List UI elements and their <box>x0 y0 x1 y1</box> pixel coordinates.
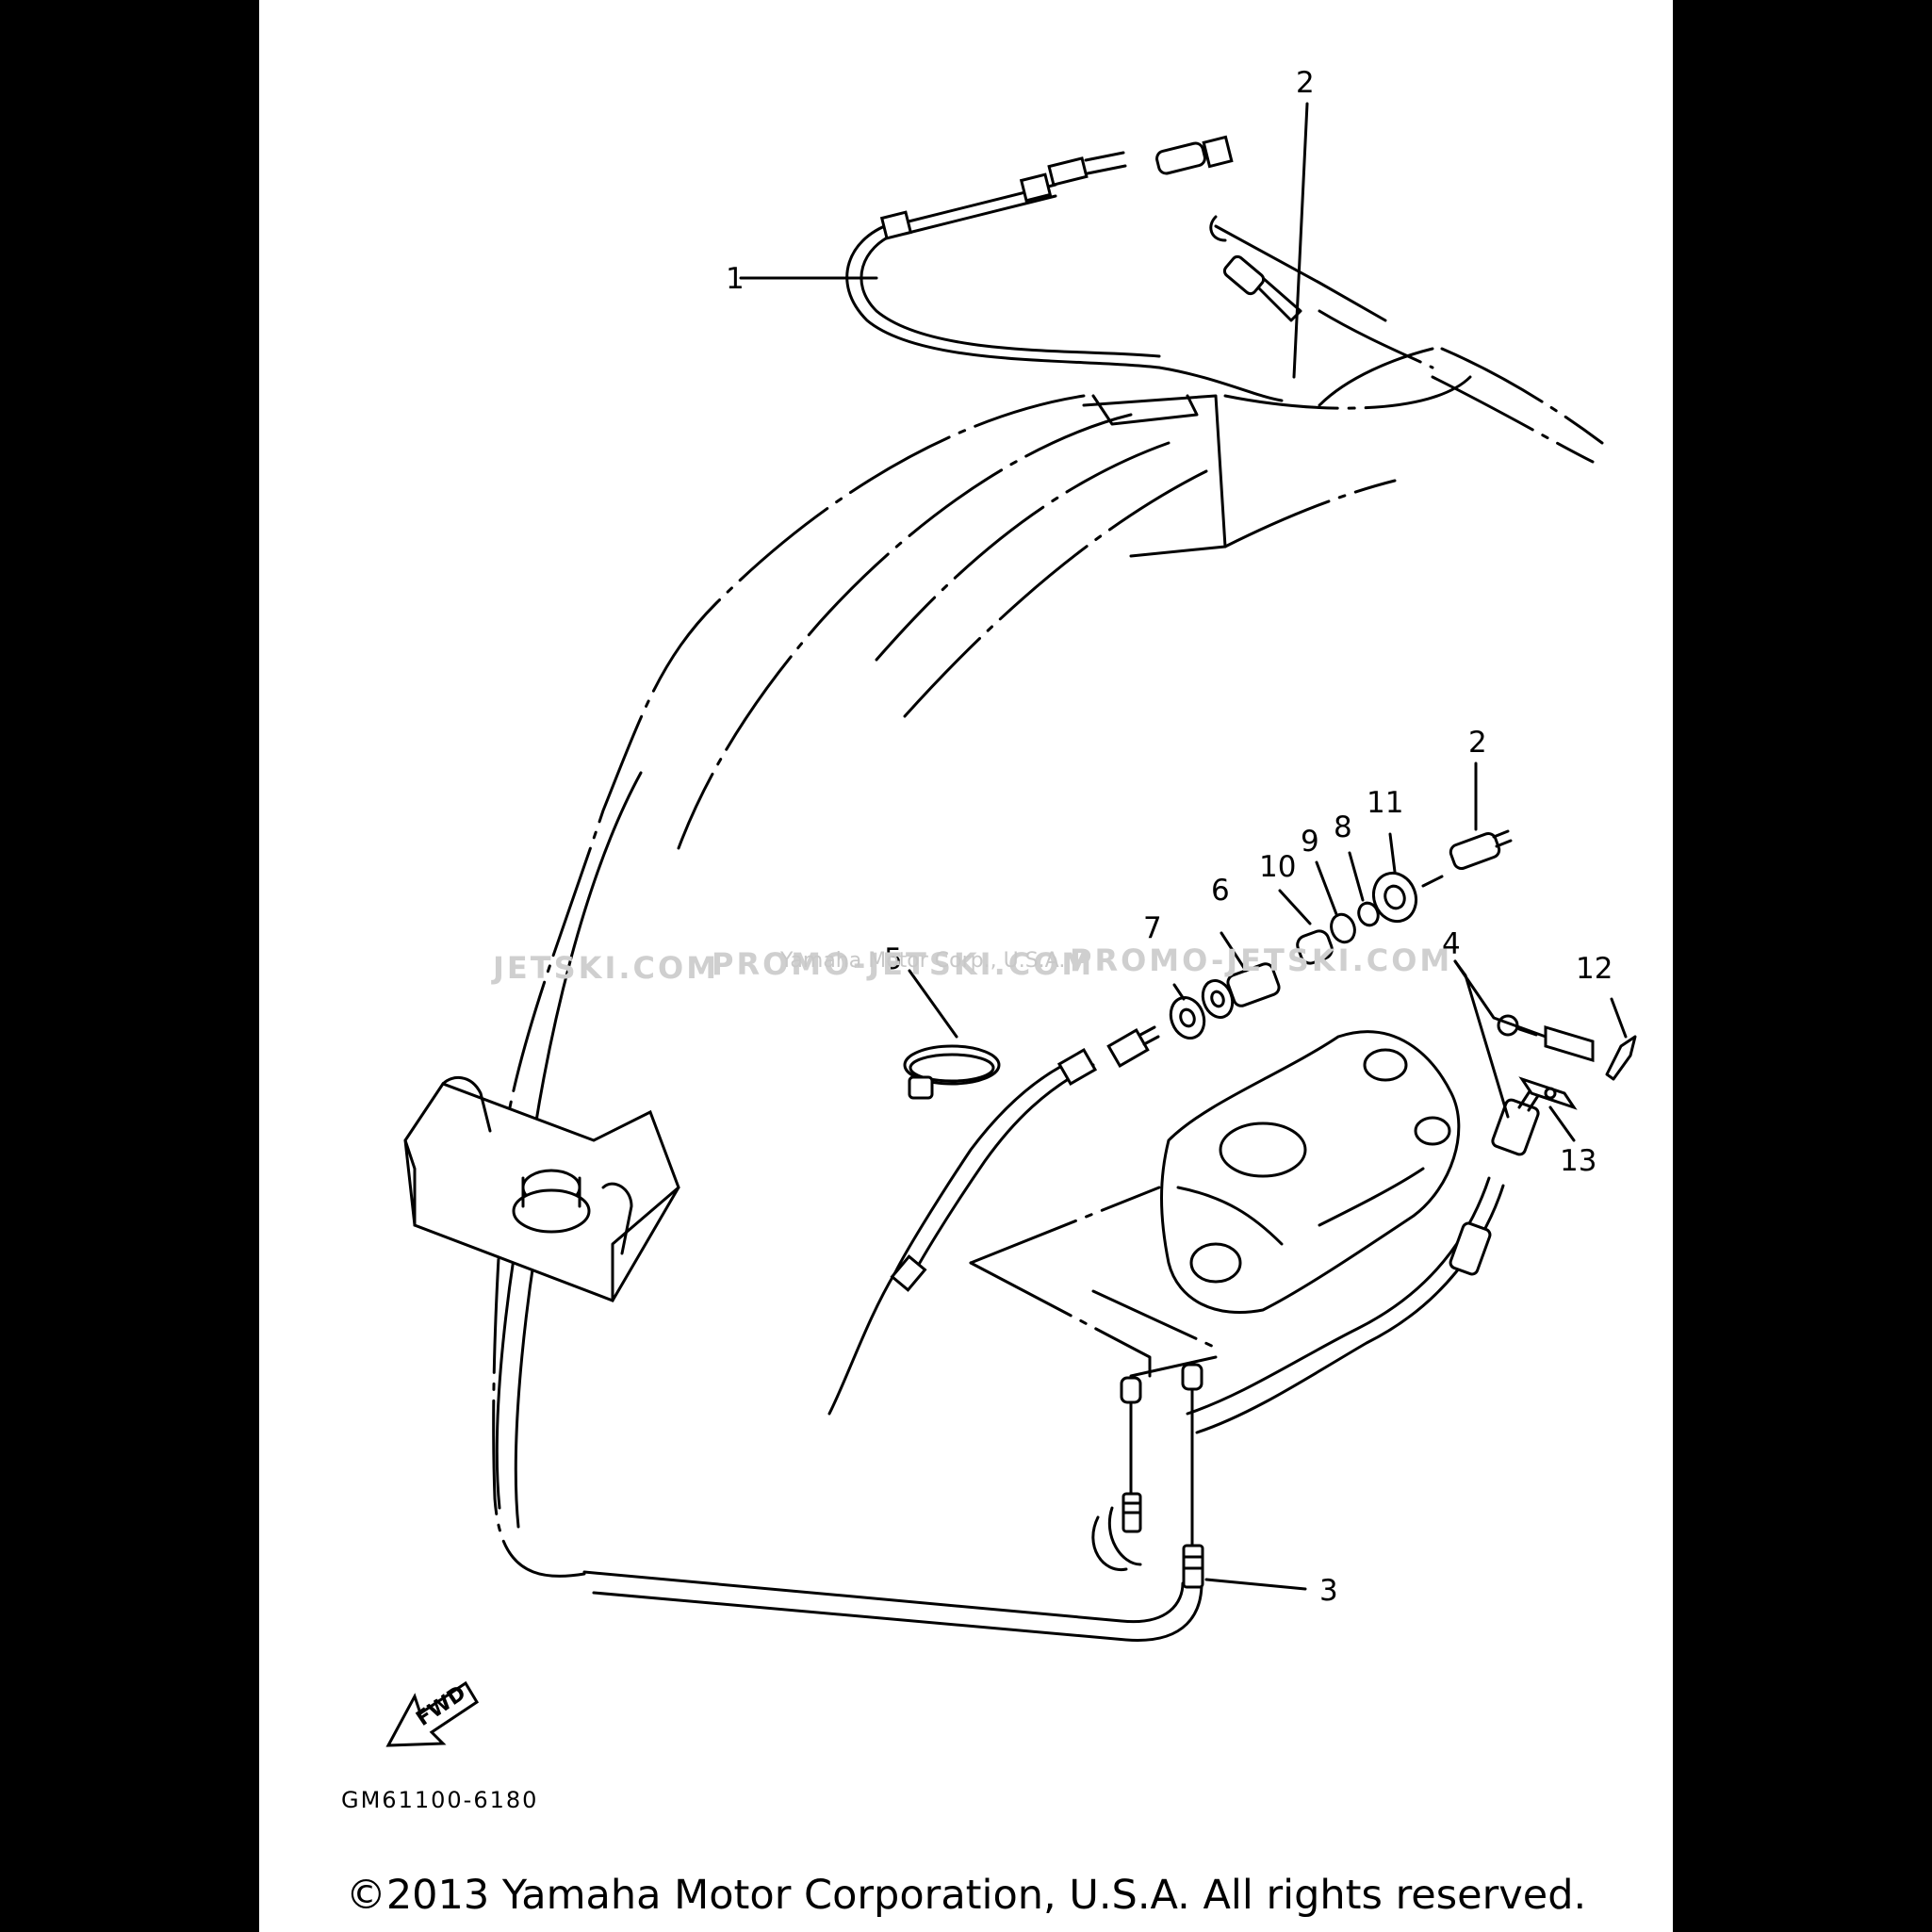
hose-clamp-5 <box>903 1044 1001 1100</box>
forward-direction-arrow: FWD <box>385 1680 480 1747</box>
watermark-2: PROMO-JETSKI.COM <box>712 946 1094 982</box>
callout-5: 5 <box>884 942 903 976</box>
callout-1: 1 <box>726 262 745 296</box>
callout-2-lower: 2 <box>1468 726 1487 760</box>
watermark-1: JETSKI.COM <box>491 950 719 986</box>
routing-lines <box>969 1186 1218 1557</box>
copyright-notice: ©2013 Yamaha Motor Corporation, U.S.A. A… <box>346 1872 1586 1919</box>
callout-3: 3 <box>1319 1574 1338 1608</box>
fittings-3 <box>1120 1363 1204 1589</box>
drawing-code: GM61100-6180 <box>341 1787 538 1813</box>
watermark-3: PROMO-JETSKI.COM <box>1070 942 1452 978</box>
callout-7: 7 <box>1143 911 1162 945</box>
callout-12: 12 <box>1576 952 1613 986</box>
diagram-sheet <box>259 0 1673 1932</box>
mounting-block <box>403 1075 680 1302</box>
callout-9: 9 <box>1301 825 1319 859</box>
callout-11: 11 <box>1367 786 1403 820</box>
throttle-cable-1 <box>845 135 1302 402</box>
callout-2-upper: 2 <box>1296 66 1315 100</box>
watermarks: JETSKI.COM PROMO-JETSKI.COM PROMO-JETSKI… <box>491 942 1452 986</box>
callout-labels: 1 2 2 3 4 5 6 7 8 9 10 11 12 13 <box>726 66 1613 1608</box>
shift-cable <box>827 1025 1543 1434</box>
watermark-small: Yamaha Motor Corp., U.S.A. <box>779 949 1065 973</box>
hull-outline <box>492 215 1604 1578</box>
callout-8: 8 <box>1334 810 1352 844</box>
callout-13: 13 <box>1560 1144 1596 1178</box>
leader-lines <box>739 102 1628 1591</box>
jet-pump-housing <box>1160 1030 1461 1315</box>
callout-4: 4 <box>1442 927 1461 961</box>
callout-10: 10 <box>1259 850 1296 884</box>
callout-6: 6 <box>1211 874 1230 908</box>
hardware-stack <box>1169 829 1513 1040</box>
bracket-4-12-13 <box>1497 1014 1637 1110</box>
